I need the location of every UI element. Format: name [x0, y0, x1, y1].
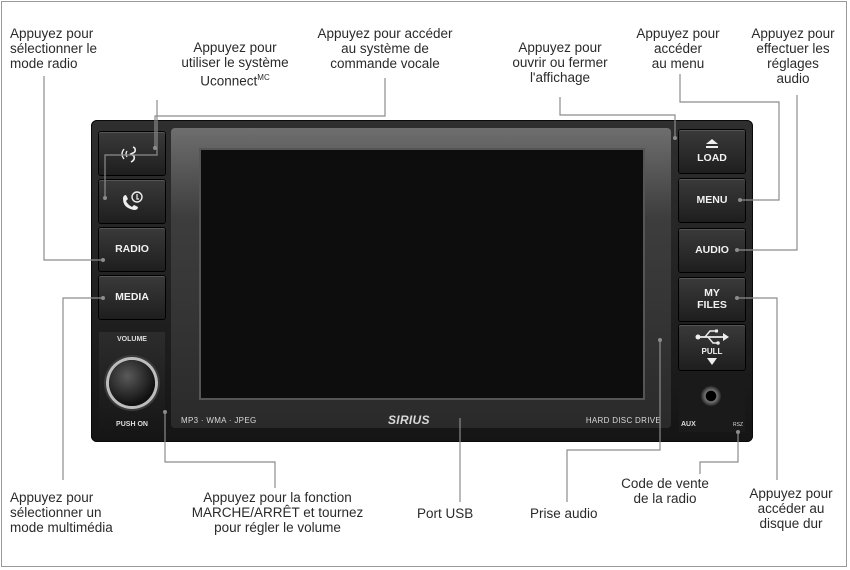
audio-button-label: AUDIO [695, 244, 729, 256]
menu-button[interactable]: MENU [679, 179, 745, 222]
voice-command-button[interactable] [99, 132, 165, 175]
eject-icon [706, 139, 718, 148]
brand-logo: SIRIUS [388, 413, 430, 427]
radio-button[interactable]: RADIO [99, 228, 165, 271]
media-button-label: MEDIA [115, 291, 149, 303]
aux-area: AUX RSZ [679, 372, 745, 432]
volume-knob[interactable] [109, 360, 155, 406]
audio-jack[interactable] [701, 386, 721, 406]
usb-port[interactable]: PULL [679, 325, 745, 370]
hdd-label: HARD DISC DRIVE [585, 416, 661, 425]
push-on-label: PUSH ON [116, 421, 148, 428]
usb-icon [695, 329, 729, 345]
radio-button-label: RADIO [115, 243, 149, 255]
bottom-strip: MP3 · WMA · JPEG SIRIUS HARD DISC DRIVE [173, 410, 669, 430]
my-files-label-line1: MY [704, 287, 720, 299]
callout-usb: Port USB [417, 506, 474, 521]
load-button-label: LOAD [697, 152, 727, 164]
my-files-label-line2: FILES [697, 299, 727, 311]
callout-jack: Prise audio [530, 506, 598, 521]
format-label: MP3 · WMA · JPEG [181, 416, 257, 425]
voice-command-icon [121, 146, 137, 163]
display-screen [199, 148, 645, 400]
aux-label: AUX [681, 421, 696, 428]
pull-label: PULL [701, 347, 723, 356]
my-files-button[interactable]: MY FILES [679, 278, 745, 321]
media-button[interactable]: MEDIA [99, 276, 165, 319]
volume-area: VOLUME PUSH ON [99, 332, 165, 434]
menu-button-label: MENU [696, 194, 728, 206]
pull-arrow-icon [707, 358, 717, 365]
volume-label: VOLUME [117, 336, 147, 343]
phone-button[interactable] [99, 180, 165, 223]
radio-unit: MP3 · WMA · JPEG SIRIUS HARD DISC DRIVE … [91, 120, 753, 442]
load-button[interactable]: LOAD [679, 130, 745, 173]
phone-icon [123, 191, 143, 210]
audio-button[interactable]: AUDIO [679, 229, 745, 272]
rsz-label: RSZ [733, 422, 743, 428]
